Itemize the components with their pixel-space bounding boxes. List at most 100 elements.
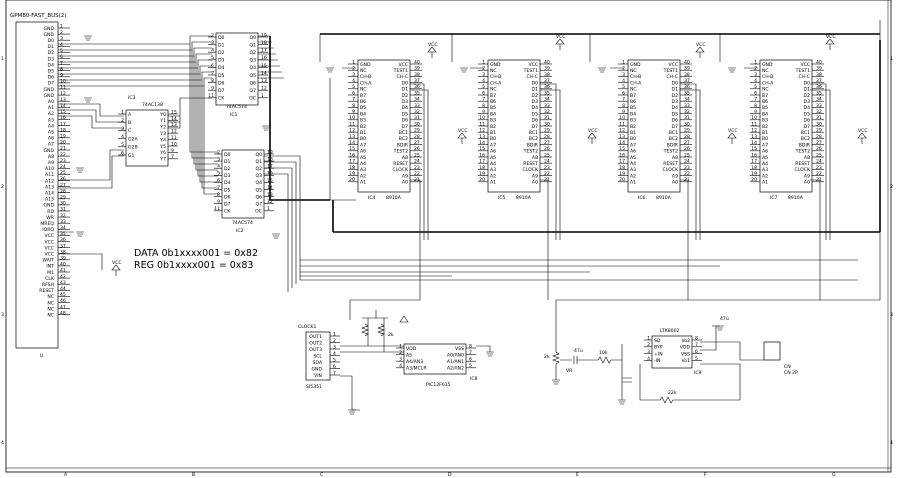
connector-pin-label: RFSH: [42, 282, 54, 288]
psg-pin-number-right: 37: [816, 78, 822, 84]
connector-pin-number: 38: [60, 249, 66, 255]
connector-pin-label: A14: [45, 191, 54, 197]
ground-symbol-ic6: [598, 67, 606, 73]
chip-pin-number-left: 6: [211, 63, 214, 69]
ground-symbols: [76, 35, 736, 415]
psg-pin-number-right: 32: [414, 109, 420, 115]
connector-pin-number: 27: [60, 182, 66, 188]
psg-pin-number-right: 35: [816, 90, 822, 96]
psg-pin-label-left: NC: [360, 87, 367, 93]
chip-pin-label-right: OC: [255, 209, 262, 215]
psg-pin-number-left: 19: [619, 171, 625, 177]
psg-pin-number-left: 7: [352, 97, 355, 103]
chip-pin-label-right: A1/AN1: [447, 359, 464, 365]
svg-text:VCC: VCC: [696, 42, 706, 48]
psg-chip-body: [759, 59, 813, 193]
psg-pin-number-right: 38: [414, 72, 420, 78]
connector-pin-number: 12: [60, 91, 66, 97]
chip-pin-label-left: D2: [218, 50, 225, 56]
chip-pin-number-right: 10: [171, 141, 177, 147]
connector-pin-label: D3: [48, 56, 55, 62]
psg-pin-label-right: D1: [532, 87, 539, 93]
psg-pin-label-left: CH-B: [490, 74, 501, 80]
psg-pin-number-left: 17: [349, 159, 355, 165]
chip-pin-number-left: 9: [211, 86, 214, 92]
psg-pin-number-left: 3: [754, 72, 757, 78]
psg-pin-number-right: 38: [816, 72, 822, 78]
connector-pin-number: 30: [60, 201, 66, 207]
connector-pin-label: RESET: [39, 288, 54, 294]
psg-pin-label-right: VCC: [800, 62, 810, 68]
psg-pin-number-right: 23: [816, 165, 822, 171]
clock-pin-number: 3: [333, 344, 336, 350]
psg-pin-label-left: CH-A: [360, 80, 372, 86]
psg-pin-number-right: 32: [684, 109, 690, 115]
speaker-value: CN 2P: [784, 370, 798, 376]
psg-pin-number-right: 22: [816, 171, 822, 177]
col-label-g: G: [832, 472, 836, 478]
connector-pin-number: 15: [60, 109, 66, 115]
connector-pin-number: 2: [60, 30, 63, 36]
psg-pin-label-left: B7: [360, 93, 366, 99]
pullup-vcc-arrow: [399, 315, 409, 323]
reg-address-note: REG 0b1xxxx001 = 0x83: [134, 260, 253, 271]
connector-pin-number: 33: [60, 219, 66, 225]
connector-pin-number: 48: [60, 310, 66, 316]
clock-pin-label: OUT2: [309, 340, 322, 346]
psg-pin-label-left: B5: [630, 105, 636, 111]
psg-pin-label-right: D0: [532, 80, 539, 86]
psg-pin-label-left: CH-A: [490, 80, 502, 86]
psg-pin-number-right: 31: [816, 115, 822, 121]
chip-pin-number-left: 9: [217, 199, 220, 205]
psg-pin-label-left: CH-A: [630, 80, 642, 86]
connector-pin-label: A11: [45, 172, 54, 178]
connector-pin-number: 37: [60, 243, 66, 249]
input-resistor: [597, 356, 622, 364]
chip-pin-label-right: Y1: [159, 118, 166, 124]
psg-pin-label-left: A3: [490, 167, 496, 173]
psg-pin-label-right: TEST2: [795, 149, 810, 155]
chip-pin-number-right: 8: [469, 343, 472, 349]
psg-pin-number-right: 27: [544, 140, 550, 146]
chip-pin-number-left: 7: [217, 185, 220, 191]
chip-pin-label-right: Q2: [249, 50, 256, 56]
chip-pin-number-left: 1: [647, 335, 650, 341]
psg-pin-label-right: D6: [532, 118, 539, 124]
connector-pin-number: 6: [60, 54, 63, 60]
chip-pin-label-left: G1: [128, 153, 135, 159]
connector-pin-number: 45: [60, 292, 66, 298]
chip-pin-number-left: 5: [217, 171, 220, 177]
connector-pin-label: D4: [48, 62, 55, 68]
psg-pin-number-right: 27: [684, 140, 690, 146]
connector-pin-number: 21: [60, 146, 66, 152]
connector-body: [15, 21, 59, 349]
psg-pin-label-right: D0: [804, 80, 811, 86]
chip-pin-label-left: D3: [218, 58, 225, 64]
chip-pin-label-right: Y0: [159, 112, 166, 118]
psg-pin-number-left: 2: [622, 66, 625, 72]
chip-pin-label-left: A5: [406, 352, 412, 358]
psg-pin-number-left: 9: [352, 109, 355, 115]
psg-chip-part: 8910A: [788, 195, 804, 201]
psg-pin-label-left: A4: [762, 161, 768, 167]
connector-pin-number: 42: [60, 274, 66, 280]
chip-pin-number-right: 15: [171, 109, 177, 115]
chip-pin-label-left: D7: [224, 202, 231, 208]
vcc-marker-ic6: VCC: [695, 42, 706, 58]
decoder-enable: [58, 149, 124, 189]
psg-pin-label-left: B4: [630, 111, 636, 117]
connector-pin-label: A6: [48, 136, 54, 142]
psg-pin-label-right: D6: [402, 118, 409, 124]
psg-pin-number-left: 15: [349, 146, 355, 152]
psg-pin-number-right: 24: [816, 159, 822, 165]
psg-pin-label-left: B6: [762, 99, 768, 105]
connector-pin-label: GND: [43, 93, 54, 99]
psg-pin-label-right: D5: [804, 111, 811, 117]
psg-pin-number-right: 31: [684, 115, 690, 121]
psg-pin-number-left: 11: [349, 121, 355, 127]
chip-pin-label-right: VDD: [680, 345, 691, 351]
pullup-resistors: 2k: [361, 310, 409, 352]
psg-pin-number-left: 15: [479, 146, 485, 152]
data-bus-ic1: [58, 35, 212, 87]
connector-pin-number: 34: [60, 225, 66, 231]
